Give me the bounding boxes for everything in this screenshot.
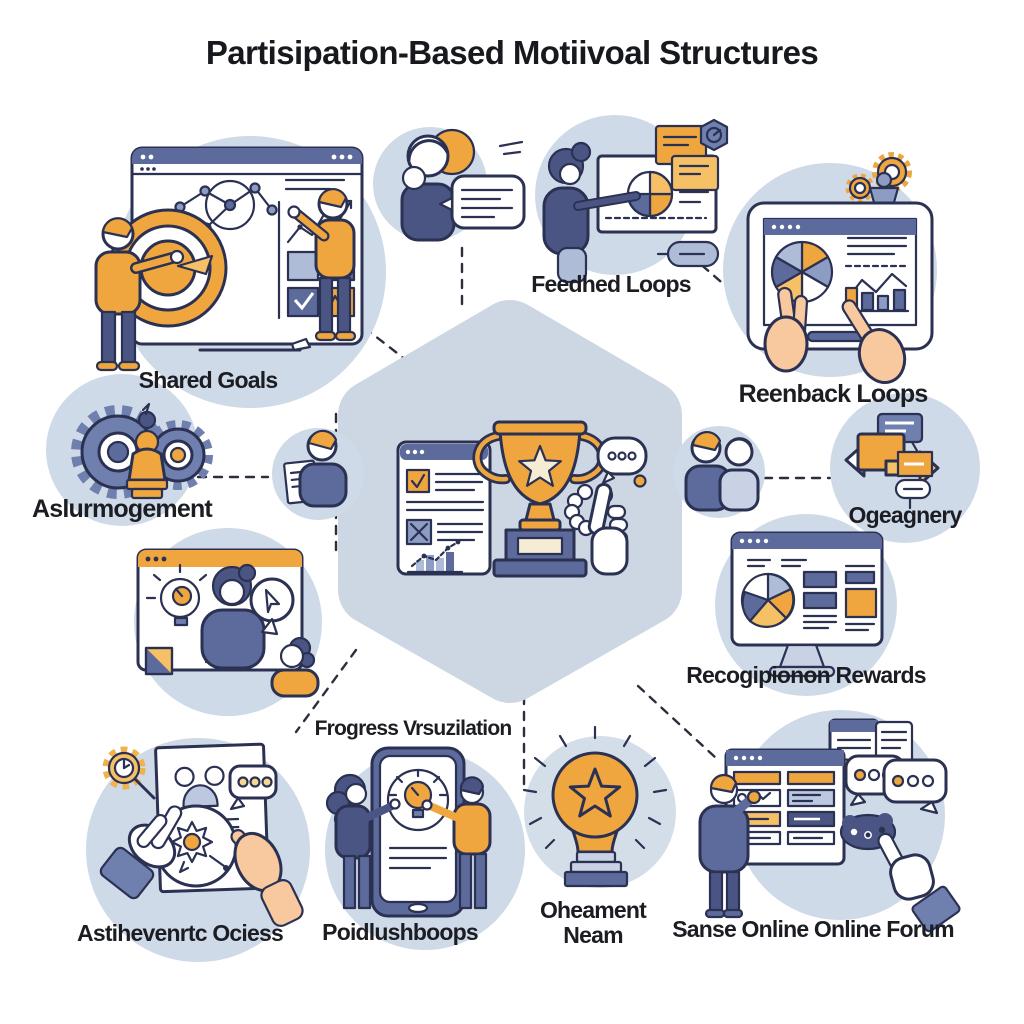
gear-clock-icon (102, 746, 156, 800)
label-oheament-neam: Oheament Neam (539, 897, 647, 949)
shared-goals-illustration (94, 136, 386, 408)
person-center (200, 563, 266, 670)
recogipionon-rewards-illustration (715, 514, 897, 696)
star-lightbulb-icon (522, 725, 668, 888)
reenback-loops-illustration (723, 152, 937, 384)
label-reenback-loops: Reenback Loops (738, 380, 929, 408)
label-frogress-vrsuzilation: Frogress Vrsuzilation (314, 717, 513, 740)
person-bottom-right (270, 636, 320, 698)
person-right (287, 188, 357, 342)
trophy-icon (472, 420, 608, 578)
hand-right-icon (841, 299, 907, 384)
hand-right-icon (230, 829, 304, 927)
label-shared-goals: Shared Goals (138, 367, 278, 393)
speech-dots-icon (228, 764, 278, 811)
label-astihevenrtc-ociess: Astihevenrtc Ociess (77, 920, 284, 946)
monitor-dashboard-icon (730, 531, 884, 647)
label-aslurmogement: Aslurmogement (32, 495, 213, 523)
label-sanse-online-forum: Sanse Online Online Forum (672, 916, 954, 942)
brainstorm-browser-illustration (134, 528, 322, 716)
hand-left-icon (99, 805, 183, 900)
pointing-hand-icon (877, 832, 961, 933)
sticky-note-icon (144, 646, 174, 676)
center-hexagon (338, 300, 682, 703)
presenter-person (542, 141, 641, 284)
poidlushboops-illustration (325, 746, 525, 950)
sanse-online-forum-illustration (698, 710, 961, 933)
lightbulb-icon (145, 563, 208, 627)
person-left (94, 217, 185, 372)
speech-bubble-icon (596, 436, 648, 488)
speech-bubble-icon (450, 174, 526, 230)
person-left (325, 773, 401, 910)
pinwheel-chart-icon (770, 240, 834, 304)
ogeagnery-illustration (830, 393, 980, 543)
hooded-person-speech-illustration (373, 127, 526, 242)
person-right (421, 776, 492, 910)
cursor-circle-icon (249, 577, 295, 636)
label-poidlushboops: Poidlushboops (322, 919, 479, 945)
label-oheament-line1: Oheament (539, 897, 647, 923)
label-ogeagnery: Ogeagnery (848, 502, 963, 528)
feedhed-loops-illustration (535, 115, 729, 284)
page-title: Partisipation-Based Motiivoal Structures (205, 34, 819, 71)
chat-bubbles-icon (844, 754, 948, 815)
label-feedhed-loops: Feedhed Loops (531, 271, 691, 297)
clipboard-person-illustration (272, 428, 364, 520)
gear-icon (143, 420, 213, 490)
two-people-illustration (673, 426, 765, 518)
person-left (698, 773, 762, 919)
hand-left-icon (763, 286, 809, 373)
aslurmogement-illustration (46, 374, 213, 526)
pie-chart-icon (740, 572, 796, 628)
pointing-hand-icon (563, 482, 629, 576)
label-recogipionon-rewards: Recogipionon Rewards (686, 662, 926, 688)
astihevenrtc-ociess-illustration (86, 738, 310, 962)
award-figure-icon (125, 402, 169, 500)
label-oheament-line2: Neam (563, 922, 623, 949)
document-chart-icon (396, 440, 492, 576)
oheament-neam-illustration (522, 725, 676, 888)
